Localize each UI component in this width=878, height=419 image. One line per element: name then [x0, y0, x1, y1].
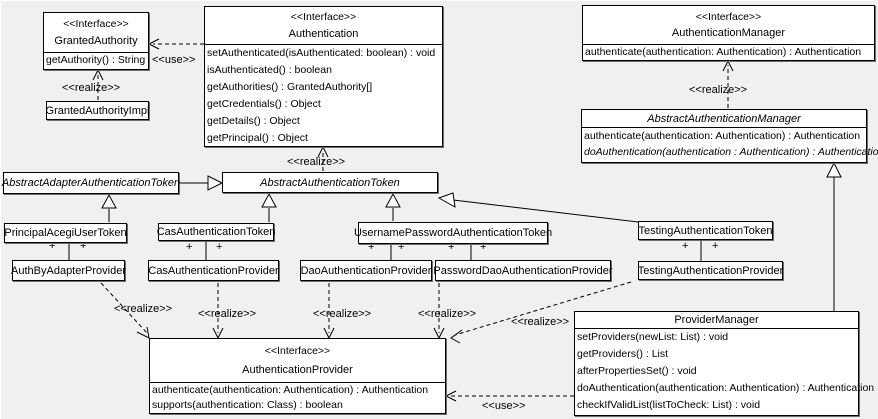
class-name: TestingAuthenticationToken — [638, 224, 773, 237]
method-label: getCredentials() : Object — [207, 98, 321, 110]
realize-label: <<realize>> — [114, 303, 173, 315]
method-label: afterPropertiesSet() : void — [577, 365, 697, 377]
use-label: <<use>> — [482, 400, 526, 412]
association-plus-marker: + — [398, 241, 405, 253]
class-box-granted-authority: <<Interface>> GrantedAuthority getAuthor… — [43, 12, 149, 70]
association-plus-marker: + — [49, 240, 56, 252]
stereotype-label: <<Interface>> — [695, 10, 762, 23]
class-name: PrincipalAcegiUserToken — [4, 227, 127, 239]
association-plus-marker: + — [712, 240, 719, 252]
edge-realize-authbyadapterprovider — [100, 282, 148, 334]
class-name: ProviderManager — [674, 314, 759, 326]
method-label: setAuthenticated(isAuthenticated: boolea… — [207, 47, 436, 59]
class-name: CasAuthenticationProvider — [148, 264, 279, 277]
class-box-abstract-authentication-manager: AbstractAuthenticationManager authentica… — [581, 109, 878, 163]
class-box-principal-acegi-user-token: PrincipalAcegiUserToken — [4, 223, 127, 243]
class-name: CasAuthenticationToken — [156, 226, 276, 238]
realize-label: <<realize>> — [689, 84, 748, 96]
class-box-dao-authentication-provider: DaoAuthenticationProvider — [300, 260, 432, 281]
class-box-abstract-adapter-authentication-token: AbstractAdapterAuthenticationToken — [1, 172, 181, 194]
class-box-authentication: <<Interface>> Authentication setAuthenti… — [204, 6, 443, 147]
class-name: GrantedAuthorityImpl — [45, 104, 150, 117]
generalization-triangle — [437, 192, 456, 208]
class-box-authentication-provider: <<Interface>> AuthenticationProvider aut… — [149, 338, 446, 414]
method-label: getProviders() : List — [577, 348, 669, 360]
realize-label: <<realize>> — [287, 156, 346, 168]
class-box-auth-by-adapter-provider: AuthByAdapterProvider — [11, 260, 126, 281]
generalization-triangle — [261, 192, 277, 208]
class-name: DaoAuthenticationProvider — [300, 264, 432, 277]
method-label: isAuthenticated() : boolean — [207, 64, 332, 76]
generalization-triangle — [826, 161, 842, 178]
method-label: authenticate(authentication: Authenticat… — [585, 46, 862, 58]
stereotype-label: <<Interface>> — [264, 345, 331, 358]
method-label: authenticate(authentication: Authenticat… — [152, 384, 429, 396]
realize-label: <<realize>> — [198, 308, 257, 320]
method-label: checkIfValidList(listToCheck: List) : vo… — [577, 399, 761, 411]
class-name: AbstractAuthenticationToken — [260, 176, 400, 189]
method-label: authenticate(authentication: Authenticat… — [584, 130, 861, 142]
use-label: <<use>> — [152, 54, 196, 66]
method-label: getPrincipal() : Object — [207, 132, 308, 144]
method-label: supports(authentication: Class) : boolea… — [152, 399, 343, 411]
association-plus-marker: + — [448, 241, 455, 253]
method-label: getDetails() : Object — [207, 115, 300, 127]
stereotype-label: <<Interface>> — [63, 18, 129, 30]
association-plus-marker: + — [80, 240, 87, 252]
open-arrowhead — [92, 68, 104, 81]
class-name: GrantedAuthority — [54, 35, 138, 47]
method-label: doAuthentication(authentication: Authent… — [577, 382, 875, 394]
generalization-triangle — [207, 175, 224, 191]
association-plus-marker: + — [216, 241, 223, 253]
open-arrowhead — [450, 329, 463, 344]
realize-label: <<realize>> — [418, 308, 477, 320]
association-plus-marker: + — [682, 240, 689, 252]
open-arrowhead — [317, 145, 329, 158]
class-name: AuthByAdapterProvider — [11, 264, 126, 277]
edge-realize-testingauthenticationprovider — [454, 281, 632, 336]
class-box-granted-authority-impl: GrantedAuthorityImpl — [46, 101, 149, 120]
method-label: setProviders(newList: List) : void — [577, 331, 729, 343]
class-box-username-password-authentication-token: UsernamePasswordAuthenticationToken — [354, 222, 552, 244]
open-arrowhead — [147, 38, 160, 50]
method-label: doAuthentication(authentication : Authen… — [584, 146, 878, 158]
class-name: TestingAuthenticationProvider — [637, 264, 784, 277]
method-label: getAuthority() : String — [46, 54, 146, 66]
class-box-cas-authentication-provider: CasAuthenticationProvider — [148, 260, 279, 281]
realize-label: <<realize>> — [511, 316, 570, 328]
class-box-password-dao-authentication-provider: PasswordDaoAuthenticationProvider — [433, 260, 613, 281]
class-name: AuthenticationProvider — [242, 363, 353, 376]
class-name: AbstractAuthenticationManager — [647, 112, 801, 125]
class-box-testing-authentication-provider: TestingAuthenticationProvider — [638, 261, 783, 280]
generalization-triangle — [101, 193, 117, 209]
class-name: Authentication — [288, 27, 359, 40]
realize-label: <<realize>> — [313, 308, 372, 320]
class-box-testing-authentication-token: TestingAuthenticationToken — [638, 221, 773, 240]
edge-generalize-testingtoken — [452, 199, 639, 223]
open-arrowhead — [136, 326, 150, 339]
class-box-provider-manager: ProviderManager setProviders(newList: Li… — [574, 311, 875, 416]
class-name: UsernamePasswordAuthenticationToken — [353, 227, 553, 239]
open-arrowhead — [444, 390, 457, 402]
class-name: AuthenticationManager — [671, 27, 786, 40]
open-arrowhead — [722, 59, 734, 72]
class-box-authentication-manager: <<Interface>> AuthenticationManager auth… — [582, 5, 875, 61]
class-box-abstract-authentication-token: AbstractAuthenticationToken — [222, 172, 438, 193]
class-box-cas-authentication-token: CasAuthenticationToken — [156, 223, 276, 241]
association-plus-marker: + — [480, 241, 487, 253]
stereotype-label: <<Interface>> — [290, 11, 357, 24]
realize-label: <<realize>> — [62, 82, 121, 94]
generalization-triangle — [385, 192, 401, 208]
association-plus-marker: + — [186, 241, 193, 253]
class-name: AbstractAdapterAuthenticationToken — [1, 177, 181, 189]
association-plus-marker: + — [368, 241, 375, 253]
method-label: getAuthorities() : GrantedAuthority[] — [207, 81, 373, 93]
class-name: PasswordDaoAuthenticationProvider — [433, 264, 613, 277]
